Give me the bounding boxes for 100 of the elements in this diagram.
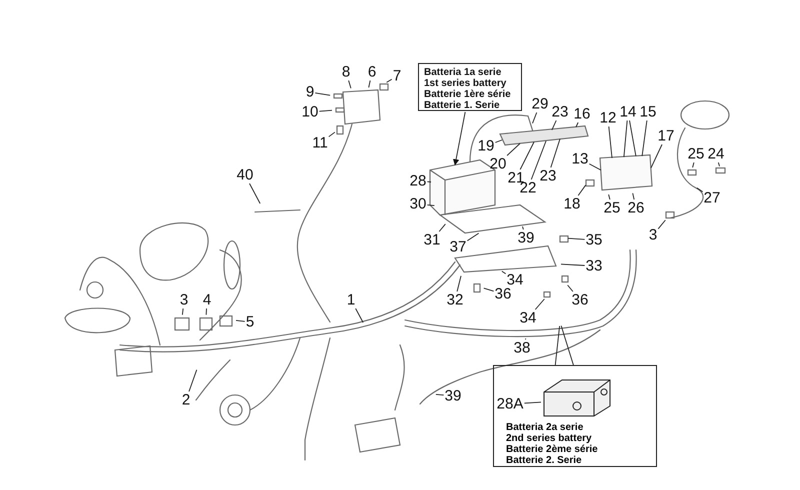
leader-line (576, 122, 579, 128)
relay-box-drawing (599, 154, 653, 191)
leader-line (435, 394, 444, 396)
callout-number: 35 (586, 232, 602, 248)
leader-line (522, 226, 524, 230)
arrow (452, 112, 466, 166)
callout-number: 36 (494, 286, 512, 302)
callout-number: 18 (564, 196, 580, 212)
leader-line (658, 220, 666, 230)
battery-note: Batterie 1ère série (424, 89, 512, 100)
leader-line (236, 320, 246, 322)
callout-number: 16 (574, 106, 590, 122)
callout-number: 1 (346, 292, 356, 308)
leader-line (483, 288, 494, 292)
callout-number: 40 (236, 168, 254, 182)
callout-number: 27 (704, 190, 720, 206)
leader-line (348, 80, 352, 89)
callout-number: 6 (368, 64, 376, 80)
callout-number: 37 (450, 240, 466, 254)
leader-line (524, 338, 526, 340)
callout-number: 7 (392, 68, 402, 84)
leader-line (188, 369, 198, 392)
leader-line (588, 163, 602, 171)
leader-line (608, 126, 612, 158)
callout-number: 29 (532, 96, 548, 112)
callout-number: 10 (302, 104, 318, 120)
callout-number: 36 (572, 292, 588, 308)
leader-line (718, 162, 720, 167)
leader-line (623, 120, 628, 158)
leader-line (249, 183, 261, 204)
callout-number: 30 (410, 196, 426, 212)
leader-line (578, 184, 586, 196)
leader-line (642, 120, 648, 157)
leader-line (629, 120, 636, 157)
callout-number: 8 (342, 64, 350, 80)
battery-note: Batterie 2ème série (506, 444, 598, 455)
leader-line (501, 270, 506, 274)
callout-number: 39 (444, 388, 462, 404)
leader-line (494, 140, 502, 143)
battery-note: 1st series battery (424, 78, 508, 89)
callout-number: 3 (648, 228, 658, 242)
callout-number: 19 (478, 138, 494, 154)
callout-number: 3 (180, 292, 188, 308)
callout-number: 25 (604, 200, 620, 216)
leader-line (206, 308, 207, 316)
leader-line (560, 325, 574, 366)
leader-line (426, 181, 432, 182)
callout-number: 15 (640, 104, 656, 120)
callout-number: 5 (246, 314, 254, 330)
callout-number: 14 (620, 104, 636, 120)
leader-line (438, 224, 446, 232)
leader-line (608, 194, 610, 200)
callout-number: 34 (520, 310, 536, 326)
callout-number: 12 (600, 110, 616, 126)
leader-line (182, 308, 184, 316)
callout-number: 11 (312, 136, 328, 150)
callout-number: 32 (446, 292, 464, 308)
callout-number: 38 (514, 340, 530, 356)
leader-line (530, 140, 546, 180)
leader-line (696, 187, 704, 192)
battery-note: Batterie 2. Serie (506, 455, 583, 466)
leader-line (466, 232, 480, 242)
leader-line (355, 308, 364, 323)
leader-line (314, 92, 331, 96)
inset-panel (493, 365, 657, 467)
note-box (418, 63, 522, 111)
callout-number: 23 (552, 104, 568, 120)
bracket-drawing (499, 125, 589, 146)
leader-line (520, 142, 534, 170)
callout-number: 28A (496, 396, 524, 412)
leader-line (426, 204, 435, 206)
callout-number: 31 (424, 232, 440, 248)
callout-number: 25 (688, 146, 704, 162)
leader-line (692, 162, 694, 168)
leader-line (532, 112, 538, 124)
callout-number: 2 (182, 392, 190, 408)
callout-number: 20 (490, 156, 506, 172)
leader-line (318, 110, 332, 112)
callout-number: 24 (708, 146, 724, 162)
callout-number: 13 (572, 152, 588, 166)
leader-line (368, 80, 371, 88)
callout-number: 28 (410, 174, 426, 188)
battery-note: 2nd series battery (506, 433, 593, 444)
leader-line (560, 264, 586, 266)
callout-number: 4 (202, 292, 212, 308)
leader-line (456, 275, 462, 292)
callout-number: 23 (540, 168, 556, 184)
battery-note: Batteria 2a serie (506, 422, 584, 433)
callout-number: 39 (518, 230, 534, 246)
leader-line (551, 120, 557, 130)
leader-line (506, 143, 520, 156)
leader-line (554, 326, 560, 366)
leader-line (567, 284, 574, 292)
callout-number: 33 (586, 258, 602, 274)
leader-line (534, 298, 545, 310)
leader-line (550, 138, 560, 168)
battery-note: Batteria 1a serie (424, 67, 502, 78)
battery-note: Batterie 1. Serie (424, 100, 501, 111)
callout-number: 9 (306, 84, 314, 100)
callout-number: 17 (658, 128, 674, 144)
